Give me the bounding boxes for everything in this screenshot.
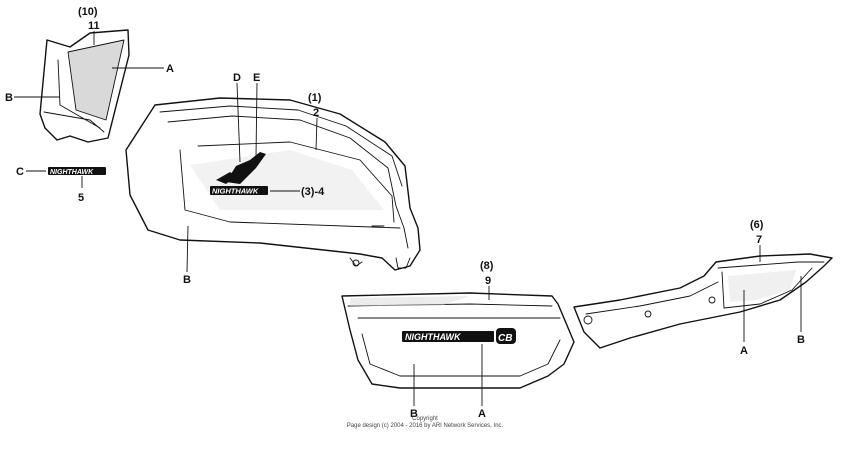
svg-text:CB: CB	[498, 333, 512, 344]
svg-text:NIGHTHAWK: NIGHTHAWK	[212, 187, 259, 196]
copyright-line-1: Copyright	[412, 416, 438, 422]
label-9: 9	[485, 275, 491, 287]
label-a-tail: A	[740, 345, 748, 357]
side-cover-decal: NIGHTHAWK	[402, 331, 494, 342]
label-5: 5	[78, 192, 84, 204]
label-b-tail: B	[797, 334, 805, 346]
label-6: (6)	[750, 219, 764, 231]
label-b-side-cover: B	[410, 408, 418, 420]
emblem-decal: NIGHTHAWK	[48, 167, 106, 176]
label-b-tank: B	[183, 274, 191, 286]
label-8: (8)	[480, 260, 494, 272]
label-3-4: (3)-4	[301, 186, 325, 198]
label-c: C	[16, 166, 24, 178]
label-e: E	[253, 72, 260, 84]
label-b-cowl: B	[5, 92, 13, 104]
wing-emblem-icon	[216, 152, 266, 184]
svg-text:NIGHTHAWK: NIGHTHAWK	[50, 169, 94, 176]
label-d: D	[233, 72, 241, 84]
label-a-cowl: A	[166, 63, 174, 75]
label-7: 7	[756, 234, 762, 246]
copyright-line-2: Page design (c) 2004 - 2016 by ARI Netwo…	[347, 423, 504, 429]
cowl-panel	[39, 29, 130, 143]
label-10: (10)	[78, 6, 98, 18]
label-a-side-cover: A	[478, 408, 486, 420]
tank-decal: NIGHTHAWK	[210, 186, 268, 196]
label-11: 11	[88, 20, 100, 32]
tail-cowl	[573, 253, 833, 349]
side-cover	[341, 292, 575, 389]
label-1: (1)	[308, 92, 322, 104]
cb-badge-icon: CB	[496, 328, 516, 344]
label-2: 2	[313, 107, 319, 119]
fuel-tank	[125, 97, 421, 271]
svg-text:NIGHTHAWK: NIGHTHAWK	[405, 332, 462, 342]
